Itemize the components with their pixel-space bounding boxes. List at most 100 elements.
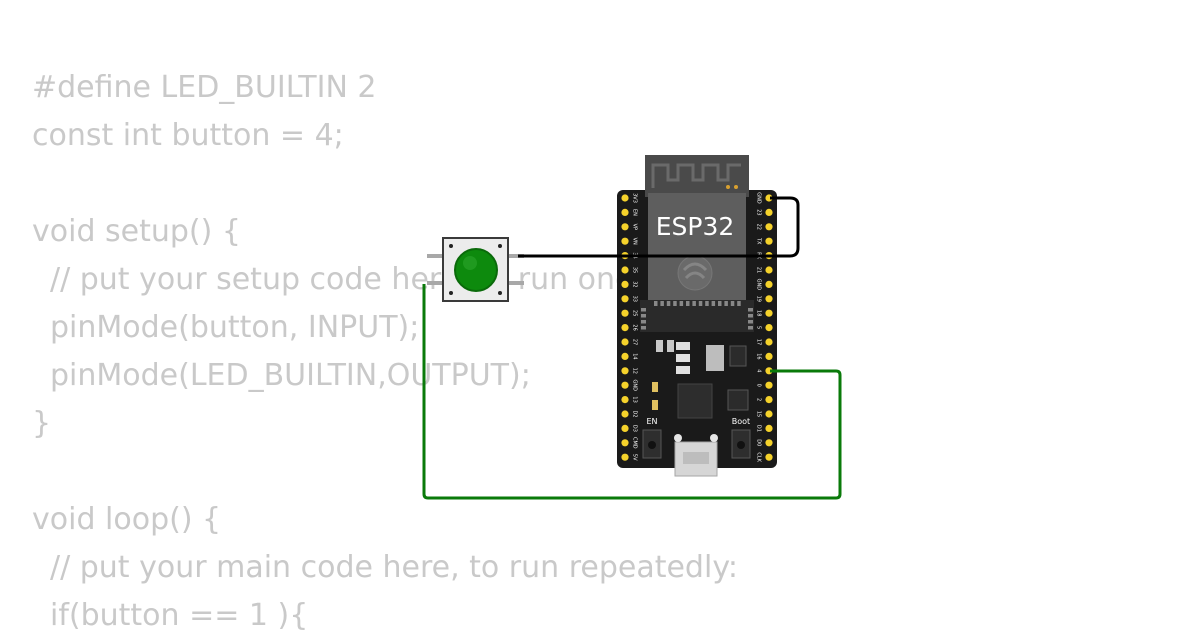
right-pin-pad[interactable] [765, 324, 773, 332]
left-pin-label: 14 [632, 353, 638, 359]
right-pin-pad[interactable] [765, 280, 773, 288]
castellation-pad [711, 301, 716, 306]
right-pin-label: 17 [756, 339, 762, 345]
esp32-board[interactable]: ESP32 EN Boot 3V3ENVPVN34353233252627141… [617, 155, 777, 477]
left-pin-pad[interactable] [621, 338, 629, 346]
code-line: // put your main code here, to run repea… [50, 550, 738, 585]
right-pin-pad[interactable] [765, 266, 773, 274]
castellation-pad [679, 301, 684, 306]
module-base [640, 300, 754, 332]
right-pin-pad[interactable] [765, 208, 773, 216]
button-screw [498, 291, 502, 295]
left-pin-pad[interactable] [621, 324, 629, 332]
castellation-pad [748, 308, 753, 312]
castellation-pad [641, 326, 646, 330]
right-pin-pad[interactable] [765, 223, 773, 231]
left-pin-label: VP [632, 224, 638, 230]
en-label: EN [646, 417, 657, 426]
antenna-pad [734, 185, 738, 189]
right-pin-pad[interactable] [765, 295, 773, 303]
left-pin-pad[interactable] [621, 194, 629, 202]
regulator [706, 345, 724, 371]
right-pin-label: TX [756, 237, 762, 245]
castellation-pad [641, 308, 646, 312]
wire-green-gpio4[interactable] [422, 284, 842, 500]
left-pin-pad[interactable] [621, 424, 629, 432]
left-pin-label: VN [632, 238, 638, 245]
left-pin-pad[interactable] [621, 309, 629, 317]
left-pin-pad[interactable] [621, 266, 629, 274]
right-pin-pad[interactable] [765, 439, 773, 447]
wire-black-gnd[interactable] [518, 196, 800, 258]
smd-part [667, 340, 674, 352]
smd-part [652, 400, 658, 410]
castellation-pad [698, 301, 703, 306]
left-pin-pad[interactable] [621, 280, 629, 288]
espressif-logo-mark [682, 262, 708, 280]
right-pin-pad[interactable] [765, 309, 773, 317]
pushbutton[interactable] [427, 237, 524, 302]
left-pin-label: D2 [632, 410, 638, 417]
right-pin-label: GND [756, 192, 762, 204]
left-pin-pad[interactable] [621, 367, 629, 375]
left-pin-label: 35 [632, 267, 638, 273]
en-button-cap [648, 441, 656, 449]
header-pins: 3V3ENVPVN343532332526271412GND13D2D3CMD5… [621, 192, 773, 463]
castellation-pad [686, 301, 690, 306]
castellation-pad [718, 301, 722, 306]
usb-mount [710, 434, 718, 442]
right-pin-label: 22 [756, 224, 762, 230]
left-pin-pad[interactable] [621, 439, 629, 447]
right-pin-label: 0 [756, 384, 762, 387]
castellation-pad [748, 314, 753, 318]
castellation-pad [654, 301, 658, 306]
left-pin-pad[interactable] [621, 381, 629, 389]
castellation-pad [641, 314, 646, 318]
button-screw [449, 291, 453, 295]
button-leg [427, 281, 443, 285]
code-line: pinMode(LED_BUILTIN,OUTPUT); [50, 358, 531, 393]
button-screw [449, 244, 453, 248]
code-line: void loop() { [32, 502, 222, 537]
left-pin-pad[interactable] [621, 410, 629, 418]
button-screw [498, 244, 502, 248]
left-pin-pad[interactable] [621, 237, 629, 245]
button-leg [508, 254, 524, 258]
right-pin-pad[interactable] [765, 396, 773, 404]
button-cap[interactable] [454, 248, 498, 292]
boot-label: Boot [732, 417, 750, 426]
left-pin-label: 26 [632, 324, 638, 330]
left-pin-pad[interactable] [621, 295, 629, 303]
left-pin-pad[interactable] [621, 208, 629, 216]
right-pin-label: 4 [756, 369, 762, 372]
right-pin-pad[interactable] [765, 237, 773, 245]
right-pin-pad[interactable] [765, 352, 773, 360]
right-pin-label: 23 [756, 209, 762, 215]
left-pin-label: GND [632, 379, 638, 391]
right-pin-label: GND [756, 279, 762, 291]
right-pin-pad[interactable] [765, 410, 773, 418]
right-pin-pad[interactable] [765, 424, 773, 432]
button-leg [427, 254, 443, 258]
code-line: if(button == 1 ){ [50, 598, 309, 633]
right-pin-pad[interactable] [765, 453, 773, 461]
antenna-module [645, 155, 749, 197]
left-pin-pad[interactable] [621, 453, 629, 461]
code-line: void setup() { [32, 214, 241, 249]
right-pin-label: 16 [756, 353, 762, 359]
smd-part [676, 366, 690, 374]
button-cap-highlight [463, 256, 477, 270]
right-pin-pad[interactable] [765, 381, 773, 389]
module-castellations [641, 301, 753, 330]
right-pin-label: 18 [756, 310, 762, 316]
left-pin-pad[interactable] [621, 396, 629, 404]
left-pin-label: 3V3 [632, 193, 638, 203]
right-pin-pad[interactable] [765, 338, 773, 346]
left-pin-pad[interactable] [621, 352, 629, 360]
castellation-pad [666, 301, 671, 306]
right-pin-pad[interactable] [765, 194, 773, 202]
usb-port-inner [683, 452, 709, 464]
right-pin-pad[interactable] [765, 367, 773, 375]
left-pin-pad[interactable] [621, 223, 629, 231]
